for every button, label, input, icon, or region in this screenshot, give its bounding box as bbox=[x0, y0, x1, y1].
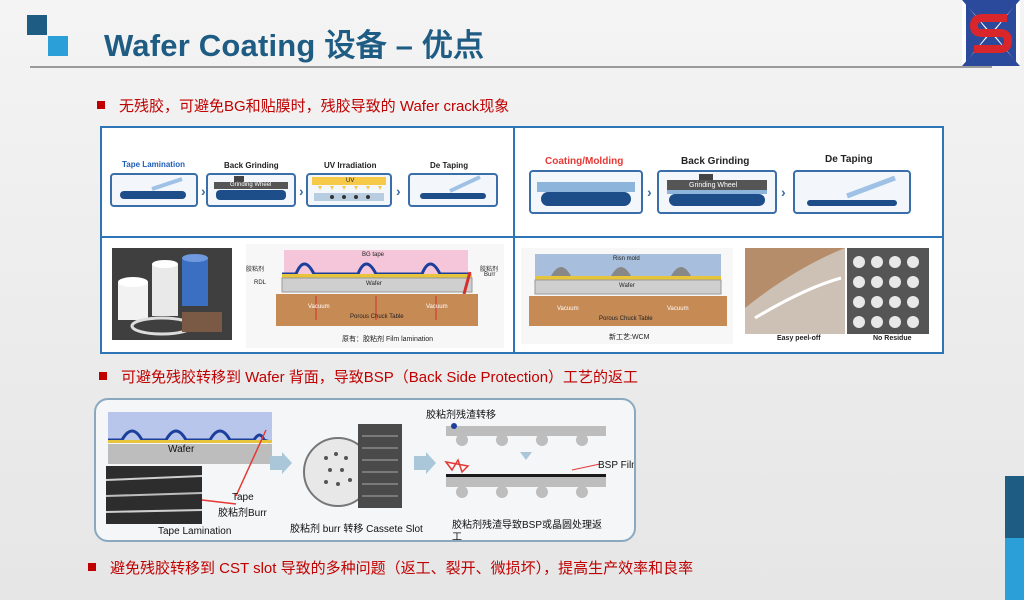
step-box-4 bbox=[408, 173, 498, 207]
bullet-1: 无残胶，可避免BG和贴膜时，残胶导致的 Wafer crack现象 bbox=[97, 95, 509, 116]
cross-section-graphic bbox=[276, 250, 478, 326]
uv-graphic bbox=[312, 177, 386, 201]
residue-transfer-label: 胶粘剂残渣转移 bbox=[426, 410, 496, 421]
residue-caption-1: 胶粘剂残渣导致BSP或晶圆处理返 bbox=[452, 520, 603, 531]
coating-graphic bbox=[537, 182, 635, 206]
wafer-burr-diagram bbox=[108, 412, 272, 464]
wafer-label: Wafer bbox=[366, 281, 382, 287]
vacuum-label-right-new: Vacuum bbox=[667, 306, 689, 312]
arrow-right-icon bbox=[270, 452, 292, 474]
grinding-graphic bbox=[214, 176, 288, 200]
tape-lamination-label: Tape Lamination bbox=[158, 526, 232, 537]
process-comparison-panel: Tape Lamination › Back Grinding Grinding… bbox=[100, 126, 944, 354]
step-box-1 bbox=[110, 173, 198, 207]
arrow-right-icon: › bbox=[201, 183, 206, 199]
wafer-label-bottom: Wafer bbox=[168, 444, 195, 455]
step-tape-lamination: Tape Lamination bbox=[122, 160, 185, 169]
lamination-cross-section: BG tape 胶粘剂 RDL Wafer 胶粘剂 Burr Vacuum Va… bbox=[246, 244, 504, 348]
tape-lamination-photo bbox=[106, 466, 202, 524]
old-process-flow: Tape Lamination › Back Grinding Grinding… bbox=[102, 128, 515, 238]
step-box-2: Grinding Wheel bbox=[206, 173, 296, 207]
old-process-diagram: BG tape 胶粘剂 RDL Wafer 胶粘剂 Burr Vacuum Va… bbox=[102, 238, 515, 352]
tape-rolls-photo bbox=[112, 248, 232, 340]
step-uv-irradiation: UV Irradiation bbox=[324, 161, 377, 170]
title-divider bbox=[30, 66, 992, 68]
peel-labels-strip bbox=[745, 334, 929, 346]
bsp-film-label: BSP Film bbox=[598, 460, 636, 471]
page-title: Wafer Coating 设备 – 优点 bbox=[104, 28, 485, 63]
adhesive-label-right: 胶粘剂 bbox=[480, 267, 499, 273]
bullet-3-text: 避免残胶转移到 CST slot 导致的多种问题（返工、裂开、微损坏），提高生产… bbox=[110, 560, 694, 577]
step-box-7 bbox=[793, 170, 911, 214]
vacuum-label-right: Vacuum bbox=[426, 304, 448, 310]
right-accent-bar bbox=[1005, 476, 1024, 600]
no-residue-photo bbox=[847, 248, 929, 334]
arrow-right-icon: › bbox=[781, 184, 786, 200]
red-arrows bbox=[201, 429, 267, 505]
bg-tape-label: BG tape bbox=[362, 252, 385, 258]
molding-graphic bbox=[529, 254, 727, 326]
step-box-5 bbox=[529, 170, 643, 214]
chuck-table-label: Porous Chuck Table bbox=[350, 314, 404, 320]
old-process-caption: 原有：胶粘剂 Film lamination bbox=[342, 336, 434, 343]
step-box-3: UV bbox=[306, 173, 392, 207]
detape-graphic-new bbox=[807, 175, 897, 206]
burr-label: Burr bbox=[484, 272, 496, 278]
tape-label: Tape bbox=[232, 492, 254, 503]
wafer-label-new: Wafer bbox=[619, 283, 635, 289]
grinding-wheel-label: Grinding Wheel bbox=[230, 182, 272, 188]
new-process-caption: 新工艺:WCM bbox=[609, 334, 650, 341]
no-residue-label: No Residue bbox=[873, 335, 912, 342]
vacuum-label-left-new: Vacuum bbox=[557, 306, 579, 312]
step-de-taping-new: De Taping bbox=[825, 154, 873, 165]
bullet-marker bbox=[97, 101, 105, 109]
new-process-diagram: Risn mold Wafer Vacuum Vacuum Porous Chu… bbox=[515, 238, 942, 352]
new-process-flow: Coating/Molding › Back Grinding Grinding… bbox=[515, 128, 942, 238]
adhesive-burr-label: 胶粘剂Burr bbox=[218, 508, 267, 519]
easy-peel-off-label: Easy peel-off bbox=[777, 335, 821, 342]
bullet-marker bbox=[99, 372, 107, 380]
arrow-right-icon: › bbox=[396, 183, 401, 199]
resin-mold-label: Risn mold bbox=[613, 256, 640, 262]
bullet-1-text: 无残胶，可避免BG和贴膜时，残胶导致的 Wafer crack现象 bbox=[119, 98, 510, 115]
bullet-2-text: 可避免残胶转移到 Wafer 背面，导致BSP（Back Side Protec… bbox=[121, 369, 639, 386]
step-box-6: Grinding Wheel bbox=[657, 170, 777, 214]
vacuum-label-left: Vacuum bbox=[308, 304, 330, 310]
corner-square-light bbox=[48, 36, 68, 56]
residue-caption-2: 工 bbox=[452, 532, 462, 542]
grinding-graphic-new bbox=[667, 174, 767, 206]
arrow-right-icon bbox=[414, 452, 436, 474]
bullet-3: 避免残胶转移到 CST slot 导致的多种问题（返工、裂开、微损坏），提高生产… bbox=[88, 557, 693, 578]
arrow-right-icon: › bbox=[647, 184, 652, 200]
step-back-grinding: Back Grinding bbox=[224, 161, 279, 170]
detape-graphic bbox=[420, 175, 486, 199]
adhesive-label-left: 胶粘剂 bbox=[246, 267, 265, 273]
corner-square-dark bbox=[27, 15, 47, 35]
peel-off-photo bbox=[745, 248, 845, 334]
uv-label: UV bbox=[346, 178, 355, 184]
step-de-taping: De Taping bbox=[430, 161, 469, 170]
tape-wafer-graphic bbox=[120, 177, 186, 199]
rdl-label: RDL bbox=[254, 280, 267, 286]
grinding-wheel-label-new: Grinding Wheel bbox=[689, 182, 738, 189]
step-back-grinding-new: Back Grinding bbox=[681, 156, 750, 167]
step-coating-molding: Coating/Molding bbox=[545, 156, 624, 167]
bsp-transfer-diagram bbox=[444, 423, 606, 498]
residue-transfer-panel: Wafer Tape 胶粘剂Burr Tape Lamination 胶粘剂 b… bbox=[94, 398, 636, 542]
cassette-graphic bbox=[303, 424, 402, 508]
bullet-marker bbox=[88, 563, 96, 571]
cassette-caption: 胶粘剂 burr 转移 Cassete Slot bbox=[290, 524, 423, 535]
molding-cross-section: Risn mold Wafer Vacuum Vacuum Porous Chu… bbox=[521, 248, 733, 344]
chuck-table-label-new: Porous Chuck Table bbox=[599, 316, 653, 322]
arrow-right-icon: › bbox=[299, 183, 304, 199]
brand-logo bbox=[962, 0, 1020, 66]
bullet-2: 可避免残胶转移到 Wafer 背面，导致BSP（Back Side Protec… bbox=[99, 366, 638, 387]
